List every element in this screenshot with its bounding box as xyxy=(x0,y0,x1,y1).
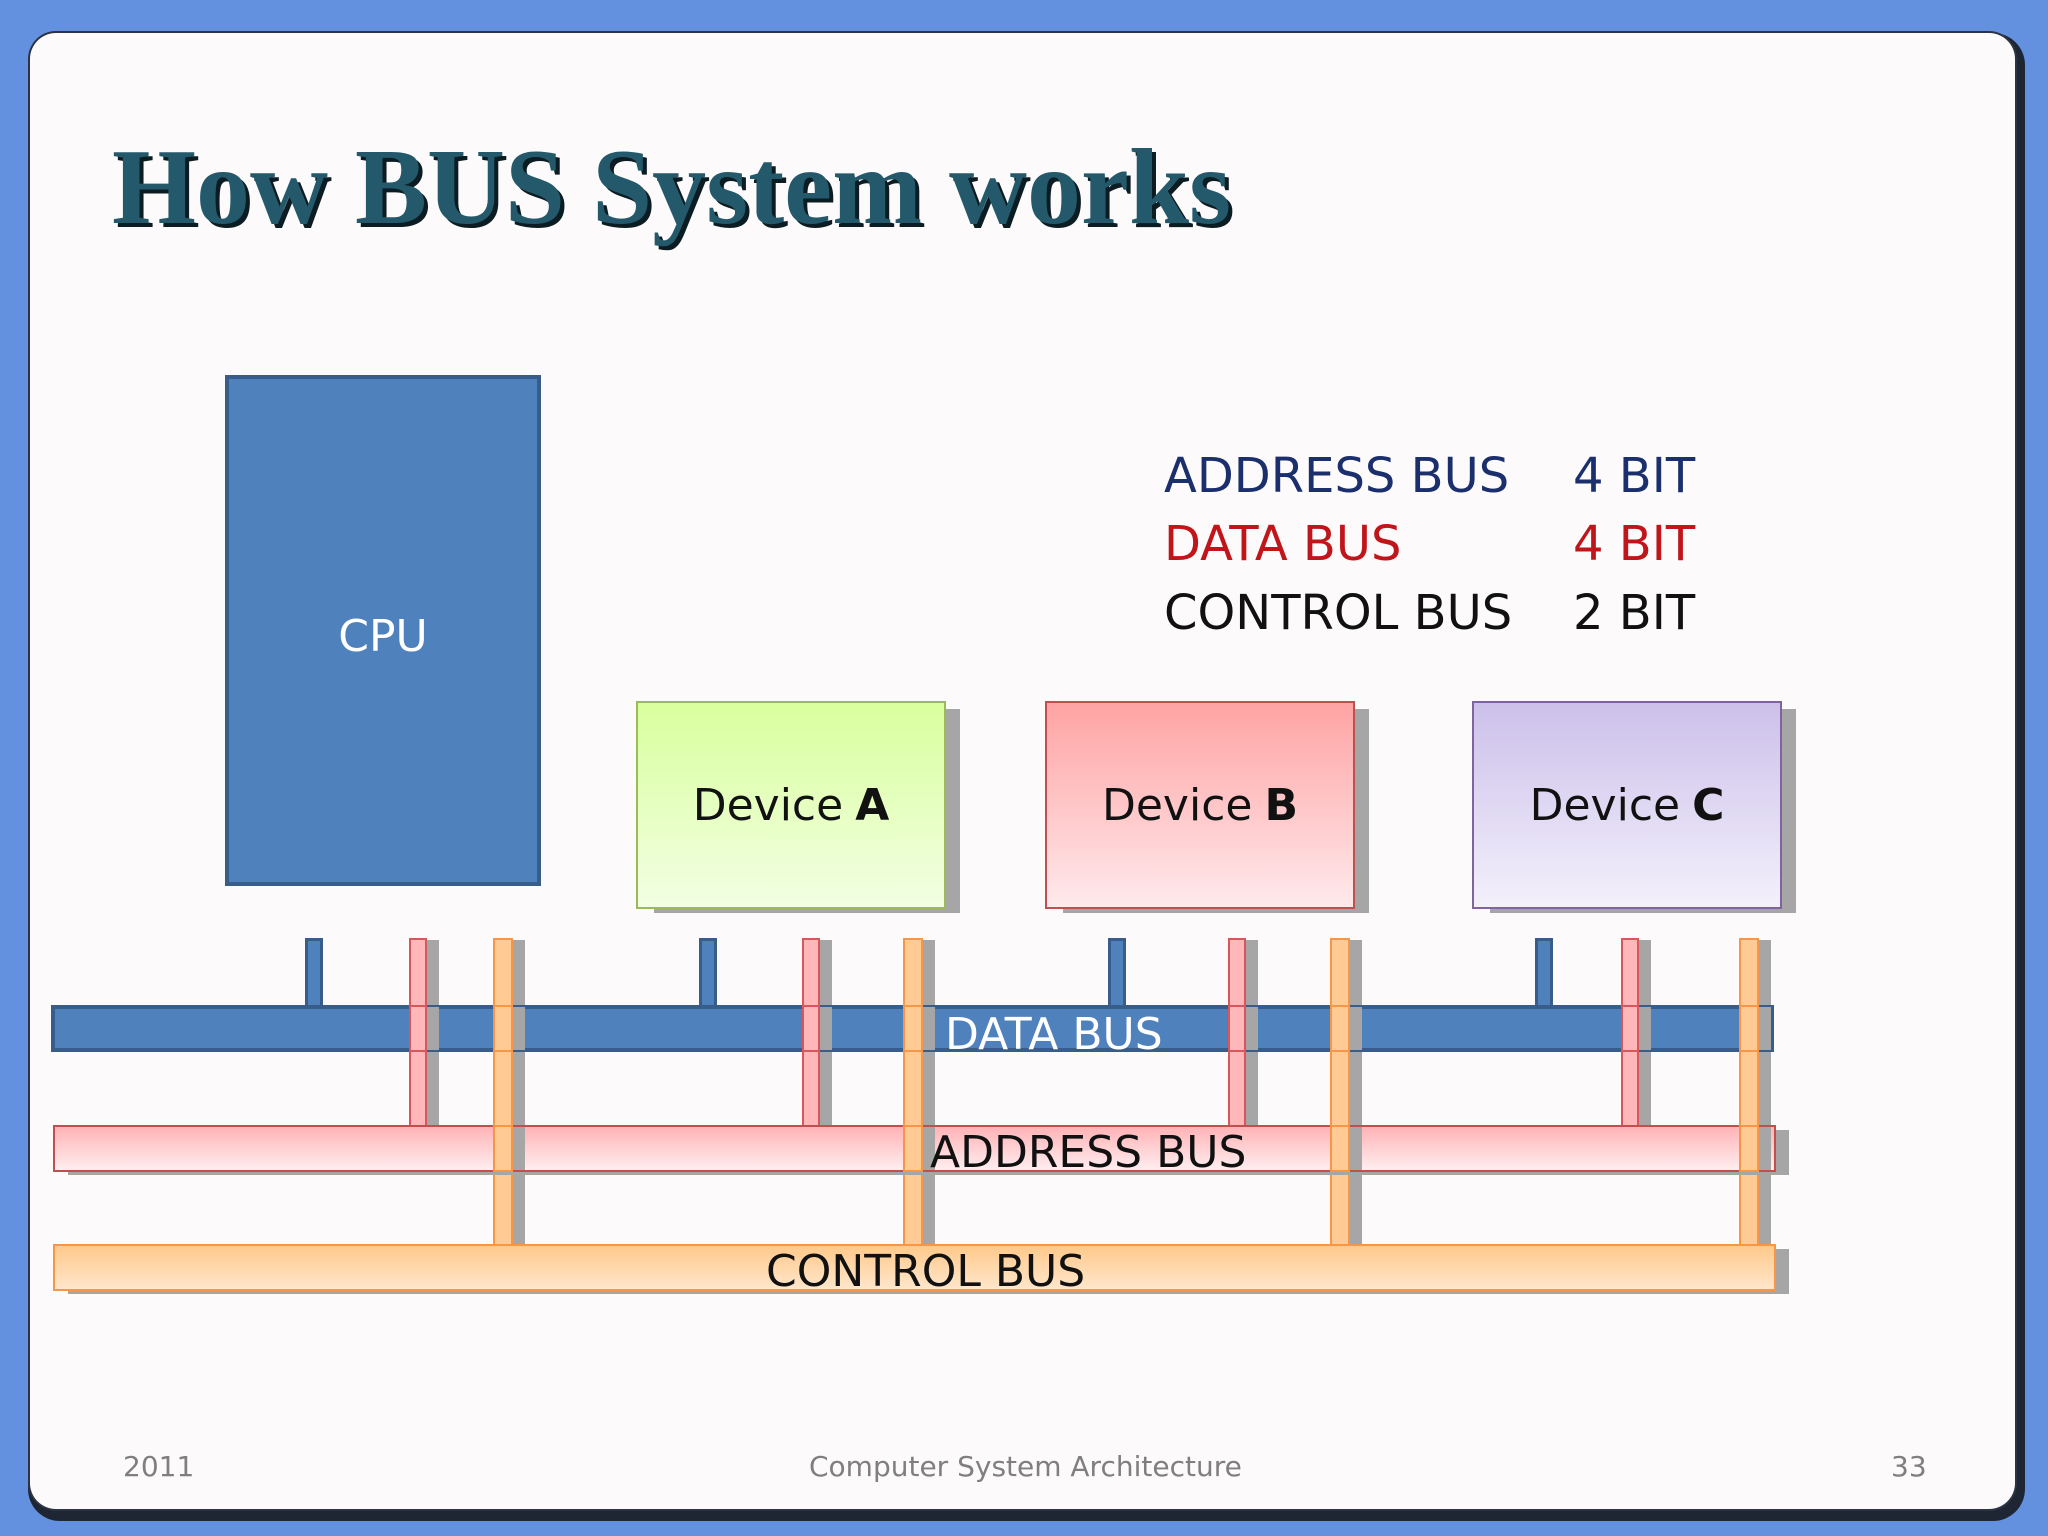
device-b-address-line-crossing xyxy=(1228,1005,1246,1052)
cpu-block xyxy=(225,375,541,886)
device-b-control-line-crossing-addr xyxy=(1330,1125,1350,1172)
cpu-address-line-crossing xyxy=(409,1005,427,1052)
device-b-control-line xyxy=(1330,938,1350,1247)
address-bus-label: ADDRESS BUS xyxy=(930,1127,1247,1178)
device-b-prefix: Device xyxy=(1101,779,1253,831)
device-c-letter: C xyxy=(1692,779,1725,831)
device-b-letter: B xyxy=(1264,779,1299,831)
control-bus-label: CONTROL BUS xyxy=(766,1246,1086,1297)
device-c-address-line-crossing xyxy=(1621,1005,1639,1052)
legend-data-bus-label: DATA BUS xyxy=(1164,516,1402,572)
data-bus-label: DATA BUS xyxy=(945,1009,1163,1060)
device-a-control-line-crossing xyxy=(903,1005,923,1052)
device-a-control-line-crossing-addr xyxy=(903,1125,923,1172)
device-a-prefix: Device xyxy=(692,779,844,831)
control-bus-bar xyxy=(53,1244,1776,1291)
legend-address-bus-width: 4 BIT xyxy=(1573,448,1696,504)
legend-data-bus-width: 4 BIT xyxy=(1573,516,1696,572)
device-a-control-line xyxy=(903,938,923,1247)
footer-year: 2011 xyxy=(123,1450,195,1483)
device-c-data-line xyxy=(1535,938,1553,1009)
legend-address-bus-label: ADDRESS BUS xyxy=(1164,448,1510,504)
device-a-letter: A xyxy=(855,779,890,831)
cpu-control-line-crossing xyxy=(493,1005,513,1052)
slide-title: How BUS System works xyxy=(112,128,1232,247)
device-c-control-line xyxy=(1739,938,1759,1247)
device-b-data-line xyxy=(1108,938,1126,1009)
footer-page-number: 33 xyxy=(1891,1450,1927,1483)
device-c-control-line-crossing xyxy=(1739,1005,1759,1052)
device-a-data-line xyxy=(699,938,717,1009)
device-a-address-line-crossing xyxy=(802,1005,820,1052)
legend-control-bus-width: 2 BIT xyxy=(1573,585,1696,641)
device-b-control-line-crossing xyxy=(1330,1005,1350,1052)
cpu-data-line xyxy=(305,938,323,1009)
footer-course: Computer System Architecture xyxy=(809,1450,1242,1483)
cpu-control-line xyxy=(493,938,513,1247)
cpu-label: CPU xyxy=(338,611,428,662)
device-c-prefix: Device xyxy=(1529,779,1681,831)
legend-control-bus-label: CONTROL BUS xyxy=(1164,585,1513,641)
cpu-control-line-crossing-addr xyxy=(493,1125,513,1172)
device-c-control-line-crossing-addr xyxy=(1739,1125,1759,1172)
